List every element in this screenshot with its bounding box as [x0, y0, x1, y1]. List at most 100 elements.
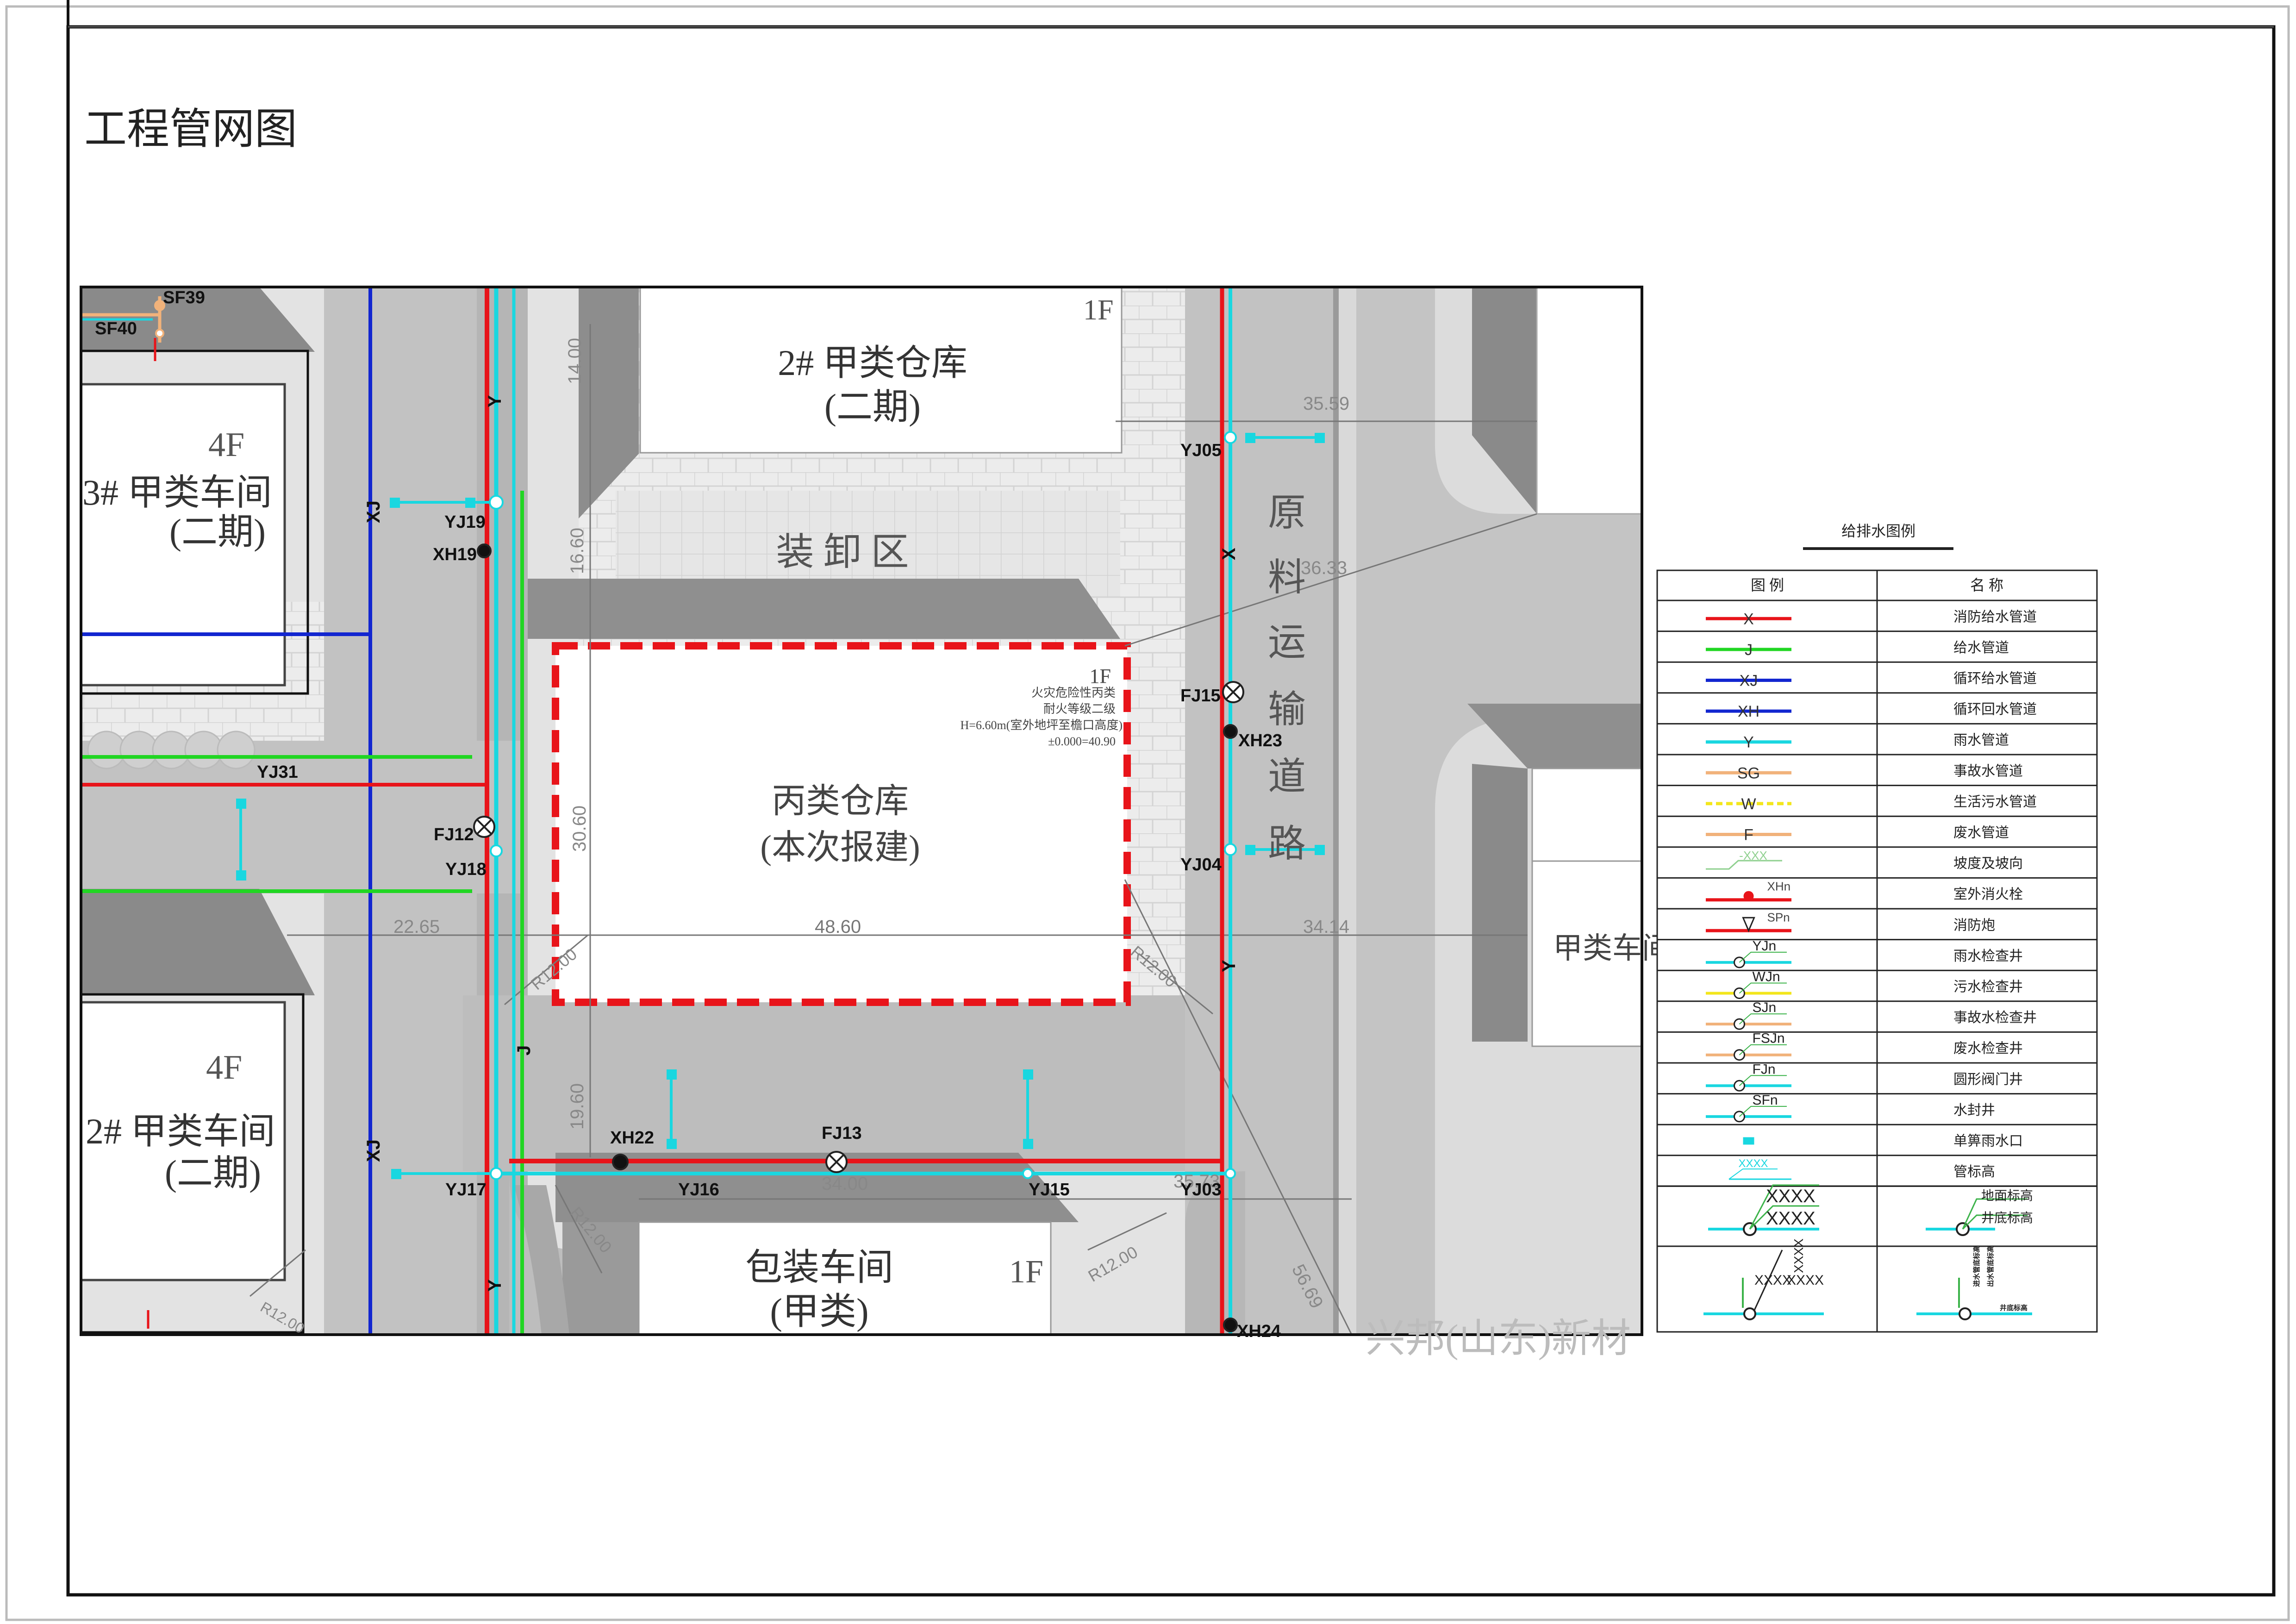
legend-title: 给排水图例: [1841, 523, 1915, 539]
legend-item-name: 生活污水管道: [1953, 794, 2037, 810]
pipe-label-y-1: Y: [485, 395, 505, 407]
node-yj19: YJ19: [444, 512, 486, 532]
legend-col-name: 名 称: [1970, 577, 2003, 593]
road-label-5: 道: [1268, 756, 1306, 798]
legend-item-name: 雨水检查井: [1953, 949, 2023, 964]
legend-code: XHn: [1767, 880, 1791, 893]
legend-code: SFn: [1753, 1093, 1778, 1108]
loading-area-label: 装 卸 区: [776, 531, 909, 573]
pipe-label-x: X: [1219, 548, 1239, 560]
node-yj15: YJ15: [1029, 1180, 1070, 1199]
legend-item-name: 单箅雨水口: [1953, 1134, 2023, 1149]
legend-code: SG: [1737, 764, 1760, 782]
legend-item-name: 废水检查井: [1953, 1041, 2023, 1056]
legend-last-right1: 进水管底标高: [1972, 1245, 1981, 1287]
workshop2-name: 2# 甲类车间: [86, 1111, 275, 1151]
node-yj03: YJ03: [1180, 1180, 1222, 1199]
node-yj04: YJ04: [1180, 855, 1222, 874]
legend-elev-code1: XXXX: [1766, 1186, 1816, 1206]
dim-14: 14.00: [565, 338, 585, 384]
legend-code: FSJn: [1753, 1031, 1785, 1046]
node-sf40: SF40: [95, 319, 137, 338]
pack-floor: 1F: [1009, 1254, 1043, 1290]
legend-elevation-row: XXXX XXXX 地面标高 井底标高 XXXX XXXX XXXX 进水管底标…: [1657, 1184, 2097, 1320]
outer-border: [5, 5, 2290, 1621]
road-label-4: 输: [1268, 688, 1306, 731]
legend-code: XH: [1738, 703, 1759, 720]
dim-30: 30.60: [569, 806, 590, 852]
legend-item-name: 圆形阀门井: [1953, 1072, 2023, 1087]
node-xh19: XH19: [433, 545, 477, 564]
workshop3-name: 3# 甲类车间: [82, 472, 272, 512]
site-map: [81, 287, 1642, 1335]
warehouse2-phase: (二期): [824, 387, 921, 427]
legend-last-code1: XXXX: [1754, 1273, 1791, 1288]
legend-row: XJ 循环给水管道: [1657, 671, 2097, 694]
legend-code: YJn: [1753, 938, 1777, 954]
warehouse2-name: 2# 甲类仓库: [778, 343, 967, 383]
legend-item-name: 污水检查井: [1953, 980, 2023, 995]
road-label-2: 料: [1268, 556, 1306, 599]
legend-last-right2: 出水管底标高: [1986, 1245, 1995, 1287]
legend-item-name: 坡度及坡向: [1953, 856, 2023, 871]
legend-item-name: 管标高: [1953, 1164, 1995, 1180]
legend-item-name: 消防给水管道: [1953, 609, 2037, 625]
node-yj05: YJ05: [1180, 441, 1222, 460]
node-fj13: FJ13: [822, 1124, 862, 1143]
legend-item-name: 雨水管道: [1953, 733, 2009, 748]
workshop2-phase: (二期): [165, 1153, 261, 1193]
road-label-6: 路: [1268, 823, 1306, 865]
page-title: 工程管网图: [84, 106, 297, 153]
legend-code: X: [1743, 610, 1754, 628]
dim-34b: 34.00: [822, 1174, 868, 1194]
dim-35: 35.59: [1303, 394, 1349, 414]
node-yj18: YJ18: [445, 860, 487, 879]
legend-code: XJ: [1740, 672, 1758, 690]
main-name: 丙类仓库: [772, 782, 909, 820]
pipe-label-y-2: Y: [485, 1279, 505, 1292]
rain-inlet-icon: [1743, 1137, 1754, 1145]
node-xh22: XH22: [610, 1128, 654, 1148]
legend-item-name: 水封井: [1953, 1103, 1995, 1118]
pipe-label-xj-2: XJ: [363, 1139, 384, 1162]
legend-row: FSJn 废水检查井: [1657, 1031, 2097, 1064]
legend-item-name: 消防炮: [1953, 918, 1995, 933]
dim-19: 19.60: [567, 1083, 587, 1130]
node-fj12: FJ12: [434, 825, 474, 844]
legend-code: FJn: [1753, 1062, 1776, 1077]
legend-last-code2: XXXX: [1787, 1273, 1824, 1288]
legend-row: FJn 圆形阀门井: [1657, 1062, 2097, 1095]
workshop3-floor: 4F: [208, 426, 244, 464]
node-yj17: YJ17: [445, 1180, 487, 1199]
legend-code: W: [1741, 795, 1756, 813]
legend-item-name: 循环给水管道: [1953, 671, 2037, 687]
fire-cannon-icon: [1742, 917, 1755, 933]
workshop2-floor: 4F: [206, 1049, 242, 1087]
legend-elev-bottom: 井底标高: [1981, 1211, 2033, 1225]
warehouse2-floor: 1F: [1083, 294, 1113, 326]
dim-35b: 35.73: [1173, 1171, 1220, 1192]
workshop3-phase: (二期): [169, 512, 266, 552]
main-floor: 1F: [1090, 665, 1111, 687]
node-xh24: XH24: [1237, 1322, 1281, 1341]
dim-16: 16.60: [567, 528, 587, 574]
legend-item-name: 循环回水管道: [1953, 702, 2037, 717]
legend-row: W 生活污水管道: [1657, 794, 2097, 817]
dim-22: 22.65: [393, 917, 440, 937]
pipe-label-j: J: [514, 1045, 534, 1056]
dim-48: 48.60: [815, 917, 861, 937]
legend-row: XH 循环回水管道: [1657, 702, 2097, 725]
legend-elev-code2: XXXX: [1766, 1208, 1816, 1229]
main-note-height: H=6.60m(室外地坪至檐口高度): [961, 718, 1123, 732]
pack-name: 包装车间: [745, 1248, 893, 1288]
node-fj15: FJ15: [1180, 686, 1221, 706]
